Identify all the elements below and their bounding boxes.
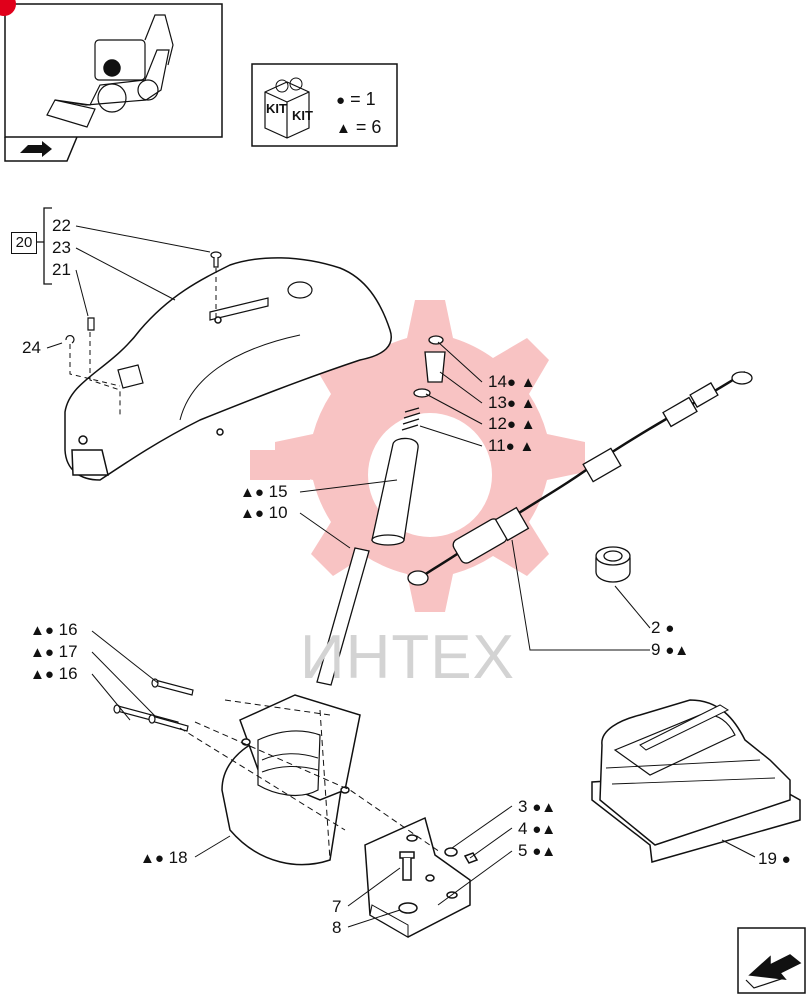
grommet-2 [595, 546, 631, 583]
label-16-top-triangle: ▲ [30, 622, 45, 639]
label-2-circle: ● [665, 620, 675, 637]
kit-legend: ● = 1 ▲ = 6 [336, 86, 381, 142]
screw-22 [210, 251, 222, 268]
label-17: ▲● 17 [30, 642, 78, 663]
group-ref-20: 20 [11, 232, 37, 254]
label-11: 11● ▲ [488, 436, 534, 457]
label-18: ▲● 18 [140, 848, 188, 869]
label-14-circle: ● [506, 374, 516, 391]
label-9-triangle: ▲ [674, 642, 690, 659]
bolts-16-17 [113, 678, 194, 732]
next-page-arrow[interactable] [737, 927, 806, 994]
label-10-triangle: ▲ [240, 505, 255, 522]
label-7: 7 [332, 897, 342, 916]
label-14-number: 14 [488, 372, 507, 391]
watermark-text: ИНТЕХ [300, 623, 515, 692]
label-4-triangle: ▲ [541, 821, 557, 838]
label-11-number: 11 [488, 436, 506, 455]
label-14-triangle: ▲ [520, 374, 536, 391]
label-15: ▲● 15 [240, 482, 288, 503]
label-5-triangle: ▲ [541, 843, 557, 860]
label-19: 19 ● [758, 849, 791, 870]
label-13: 13● ▲ [488, 393, 536, 414]
label-16-bottom-circle: ● [44, 666, 54, 683]
kit-legend-circle-row: ● = 1 [336, 86, 381, 114]
kit-legend-box [251, 63, 398, 147]
kit-label-right: KIT [292, 108, 313, 123]
label-16-top: ▲● 16 [30, 620, 78, 641]
label-5-circle: ● [532, 843, 542, 860]
kit-legend-triangle-row: ▲ = 6 [336, 114, 381, 142]
label-13-triangle: ▲ [520, 395, 536, 412]
gearshift-housing [221, 694, 361, 866]
label-10-circle: ● [254, 505, 264, 522]
label-19-number: 19 [758, 849, 777, 868]
label-11-triangle: ▲ [519, 438, 535, 455]
triangle-marker: ▲ [336, 120, 351, 137]
label-8: 8 [332, 918, 342, 937]
label-13-number: 13 [488, 393, 507, 412]
label-2: 2 ● [651, 618, 674, 639]
control-cable [407, 370, 753, 586]
label-15-triangle: ▲ [240, 484, 255, 501]
label-16-bottom-number: 16 [58, 664, 78, 683]
kit-label-left: KIT [266, 101, 287, 116]
mounting-bracket [364, 816, 479, 938]
label-5: 5 ●▲ [518, 841, 556, 862]
label-4-circle: ● [532, 821, 542, 838]
label-13-circle: ● [506, 395, 516, 412]
label-16-bottom: ▲● 16 [30, 664, 78, 685]
label-4-number: 4 [518, 819, 528, 838]
label-3-number: 3 [518, 797, 528, 816]
label-19-circle: ● [781, 851, 791, 868]
label-17-circle: ● [44, 644, 54, 661]
label-16-bottom-triangle: ▲ [30, 666, 45, 683]
rubber-gaiter [591, 699, 801, 863]
label-15-number: 15 [268, 482, 288, 501]
label-17-triangle: ▲ [30, 644, 45, 661]
label-9: 9 ●▲ [651, 640, 689, 661]
label-4: 4 ●▲ [518, 819, 556, 840]
circle-marker: ● [336, 92, 346, 109]
triangle-quantity: = 6 [355, 117, 382, 137]
label-12-circle: ● [506, 416, 516, 433]
label-22: 22 [52, 216, 71, 235]
label-16-top-circle: ● [44, 622, 54, 639]
label-12-triangle: ▲ [520, 416, 536, 433]
label-9-circle: ● [665, 642, 675, 659]
lever-top-parts [401, 335, 446, 431]
label-17-number: 17 [58, 642, 78, 661]
leader-lines [46, 225, 756, 928]
label-16-top-number: 16 [58, 620, 78, 639]
label-10-number: 10 [268, 503, 288, 522]
label-24: 24 [22, 338, 41, 357]
gear-lever [371, 437, 419, 546]
circle-quantity: = 1 [350, 89, 376, 109]
label-3-triangle: ▲ [541, 799, 557, 816]
label-18-circle: ● [154, 850, 164, 867]
label-21: 21 [52, 260, 71, 279]
label-18-triangle: ▲ [140, 850, 155, 867]
label-3-circle: ● [532, 799, 542, 816]
console-cover [64, 257, 392, 481]
label-12: 12● ▲ [488, 414, 536, 435]
label-18-number: 18 [168, 848, 188, 867]
label-5-number: 5 [518, 841, 528, 860]
label-15-circle: ● [254, 484, 264, 501]
label-11-circle: ● [505, 438, 515, 455]
label-12-number: 12 [488, 414, 507, 433]
label-9-number: 9 [651, 640, 661, 659]
corner-badge [0, 0, 16, 16]
label-3: 3 ●▲ [518, 797, 556, 818]
rod-10 [316, 547, 370, 686]
label-14: 14● ▲ [488, 372, 536, 393]
machine-thumbnail [4, 3, 223, 162]
label-2-number: 2 [651, 618, 661, 637]
label-10: ▲● 10 [240, 503, 288, 524]
label-23: 23 [52, 238, 71, 257]
